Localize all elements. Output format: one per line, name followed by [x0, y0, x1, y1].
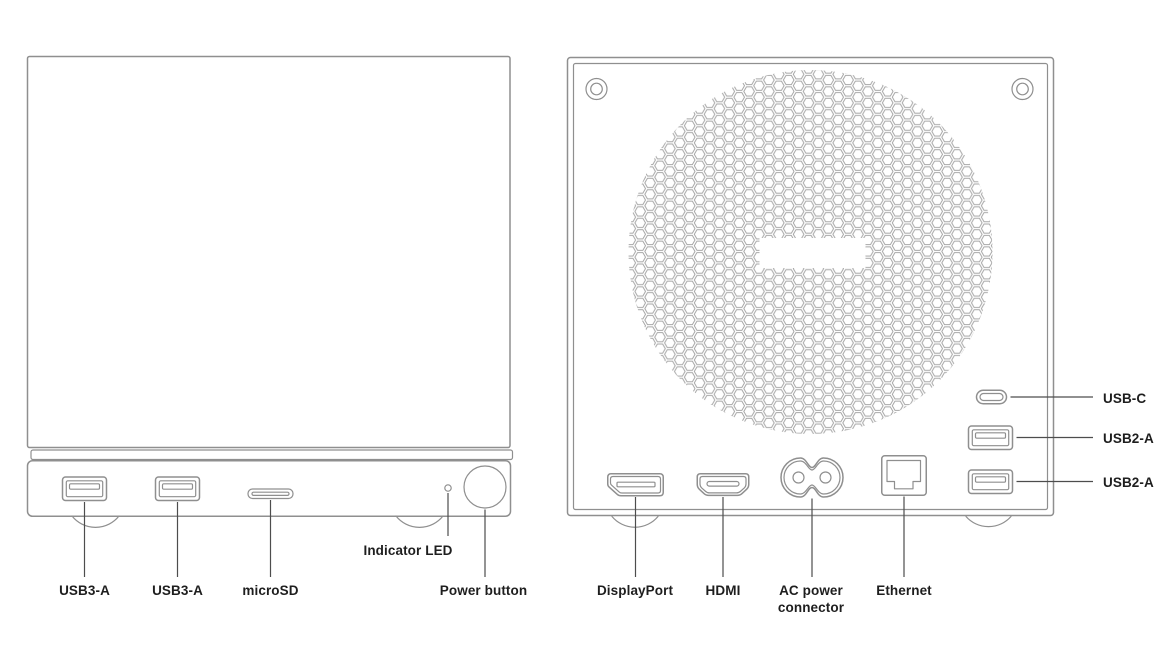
- label-microsd: microSD: [242, 583, 299, 598]
- label-hdmi: HDMI: [705, 583, 741, 598]
- fan-label-cutout: [759, 238, 866, 268]
- label-usb3-1: USB3-A: [59, 583, 110, 598]
- usb3-port-2: [154, 476, 201, 502]
- front-view-diagram: [26, 55, 514, 577]
- label-ac-power-line2: connector: [777, 600, 845, 615]
- ethernet-port: [881, 455, 927, 496]
- hdmi-port: [696, 473, 750, 497]
- usb2-port-1: [967, 425, 1014, 451]
- front-foot-right: [395, 515, 444, 528]
- indicator-led: [444, 484, 452, 492]
- usb3-port-1: [61, 476, 108, 502]
- front-io-panel: [26, 460, 512, 517]
- front-foot-left: [71, 515, 120, 528]
- label-ac-power-line1: AC power: [779, 583, 843, 598]
- label-power-button: Power button: [439, 583, 528, 598]
- label-usb-c: USB-C: [1103, 391, 1147, 406]
- usb2-port-2: [967, 469, 1014, 495]
- screw-top-left: [585, 77, 608, 101]
- label-displayport: DisplayPort: [596, 583, 674, 598]
- back-foot-right: [965, 515, 1012, 528]
- microsd-slot: [247, 488, 294, 500]
- label-ac-power: AC power connector: [778, 582, 844, 616]
- front-chassis-body: [26, 55, 511, 449]
- displayport-port: [607, 473, 664, 497]
- label-usb2-2: USB2-A: [1103, 475, 1154, 490]
- label-indicator-led: Indicator LED: [363, 543, 453, 558]
- front-trim-strip: [30, 449, 514, 461]
- power-button: [463, 465, 507, 509]
- label-usb3-2: USB3-A: [152, 583, 203, 598]
- ac-power-port: [780, 457, 844, 498]
- label-ethernet: Ethernet: [876, 583, 932, 598]
- screw-top-right: [1011, 77, 1034, 101]
- back-view-diagram: [566, 56, 1093, 577]
- back-chassis-inner: [572, 62, 1049, 511]
- usb-c-port: [975, 389, 1008, 405]
- back-chassis-outer: [566, 56, 1055, 517]
- label-usb2-1: USB2-A: [1103, 431, 1154, 446]
